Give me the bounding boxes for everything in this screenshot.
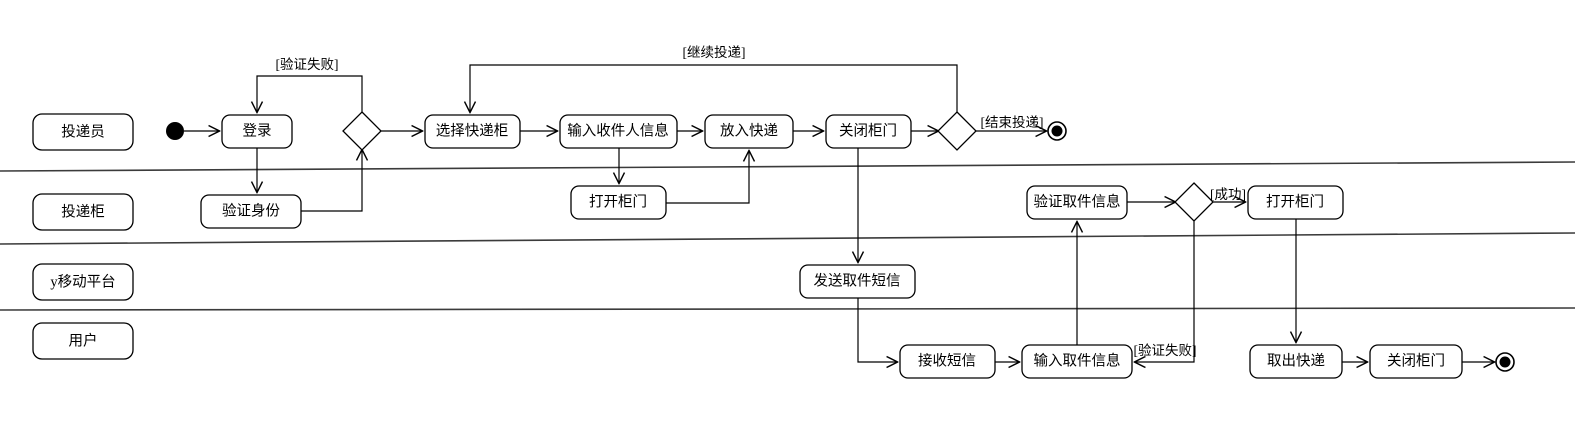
activity-box[interactable]	[559, 114, 678, 149]
lane-headers: 投递员 投递柜 y移动平台 用户	[32, 113, 134, 360]
activity-select-locker[interactable]: 选择快递柜	[424, 114, 521, 149]
lane-header-user: 用户	[32, 322, 134, 360]
activity-close-door-2[interactable]: 关闭柜门	[1369, 344, 1463, 379]
activity-box[interactable]	[1247, 185, 1344, 220]
activity-send-sms[interactable]: 发送取件短信	[799, 264, 916, 299]
final-node-inner-dot	[1051, 125, 1063, 137]
activity-box[interactable]	[200, 194, 302, 229]
activity-box[interactable]	[799, 264, 916, 299]
lane-header-courier: 投递员	[32, 113, 134, 151]
guard-labels: [验证失败] [继续投递] [结束投递] [成功] [验证失败]	[276, 45, 1247, 358]
lane-header-box	[32, 263, 134, 301]
activity-close-door-1[interactable]: 关闭柜门	[825, 114, 912, 149]
activity-input-recipient[interactable]: 输入收件人信息	[559, 114, 678, 149]
start-node-icon	[166, 122, 184, 140]
edge-decision-pickup-retry	[1135, 221, 1195, 362]
activity-label: 放入快递	[720, 122, 778, 139]
activity-label: 登录	[243, 122, 272, 139]
edge-decision-continue-loop	[470, 64, 958, 112]
guard-success: [成功]	[1210, 187, 1246, 202]
activity-label: 验证身份	[222, 202, 280, 219]
guard-verify-fail-2: [验证失败]	[1134, 343, 1197, 358]
lane-header-locker: 投递柜	[32, 193, 134, 231]
activity-label: 接收短信	[918, 352, 976, 369]
lane-header-box	[32, 113, 134, 151]
activity-label: 关闭柜门	[1387, 352, 1445, 369]
activity-box[interactable]	[825, 114, 912, 149]
final-node-inner-dot	[1499, 356, 1511, 368]
activity-box[interactable]	[1369, 344, 1463, 379]
activity-box[interactable]	[1249, 344, 1343, 379]
activity-label: 输入取件信息	[1034, 352, 1121, 369]
edge-send-sms-to-receive-sms	[857, 298, 897, 362]
activity-label: 关闭柜门	[839, 122, 897, 139]
activity-label: 取出快递	[1267, 352, 1325, 369]
guard-continue: [继续投递]	[683, 45, 746, 60]
activity-box[interactable]	[221, 114, 293, 149]
activity-box[interactable]	[704, 114, 794, 149]
lane-label-locker: 投递柜	[61, 203, 105, 220]
lane-label-courier: 投递员	[61, 123, 105, 140]
activity-open-door-2[interactable]: 打开柜门	[1247, 185, 1344, 220]
activity-open-door-1[interactable]: 打开柜门	[570, 185, 667, 220]
activity-box[interactable]	[424, 114, 521, 149]
activity-take-parcel[interactable]: 取出快递	[1249, 344, 1343, 379]
activity-label: 打开柜门	[589, 193, 647, 210]
activity-verify-identity[interactable]: 验证身份	[200, 194, 302, 229]
decision-nodes	[342, 111, 1214, 222]
activity-verify-pickup[interactable]: 验证取件信息	[1026, 185, 1128, 220]
end-node-1	[1047, 121, 1067, 141]
activity-box[interactable]	[570, 185, 667, 220]
decision-pickup-diamond[interactable]	[1174, 182, 1214, 222]
lane-divider-1	[0, 161, 1575, 172]
lane-dividers	[0, 161, 1575, 311]
edge-decision-to-login-retry	[257, 75, 363, 112]
edge-open-door-to-put-parcel	[666, 151, 749, 204]
lane-header-box	[32, 193, 134, 231]
activity-box[interactable]	[1026, 185, 1128, 220]
activity-nodes: 登录 验证身份 选择快递柜 输入收件人信息 打开柜门 放入快递	[200, 114, 1463, 379]
activity-label: 输入收件人信息	[567, 122, 669, 139]
activity-label: 发送取件短信	[814, 272, 901, 289]
activity-login[interactable]: 登录	[221, 114, 293, 149]
decision-identity-diamond[interactable]	[342, 111, 382, 151]
guard-verify-fail-1: [验证失败]	[276, 57, 339, 72]
activity-label: 打开柜门	[1266, 193, 1324, 210]
edge-verify-identity-to-decision	[301, 150, 362, 212]
decision-continue-diamond[interactable]	[937, 111, 977, 151]
activity-receive-sms[interactable]: 接收短信	[899, 344, 996, 379]
lane-divider-3	[0, 307, 1575, 311]
lane-label-platform: y移动平台	[50, 273, 115, 290]
activity-label: 选择快递柜	[436, 122, 509, 139]
lane-label-user: 用户	[69, 332, 98, 349]
activity-input-pickup[interactable]: 输入取件信息	[1021, 344, 1133, 379]
activity-put-parcel[interactable]: 放入快递	[704, 114, 794, 149]
lane-header-box	[32, 322, 134, 360]
guard-end-delivery: [结束投递]	[981, 115, 1044, 130]
lane-header-platform: y移动平台	[32, 263, 134, 301]
activity-box[interactable]	[1021, 344, 1133, 379]
control-nodes	[166, 121, 1515, 372]
flow-edges	[184, 64, 1494, 362]
activity-box[interactable]	[899, 344, 996, 379]
lane-divider-2	[0, 232, 1575, 245]
end-node-2	[1495, 352, 1515, 372]
activity-label: 验证取件信息	[1034, 193, 1121, 210]
